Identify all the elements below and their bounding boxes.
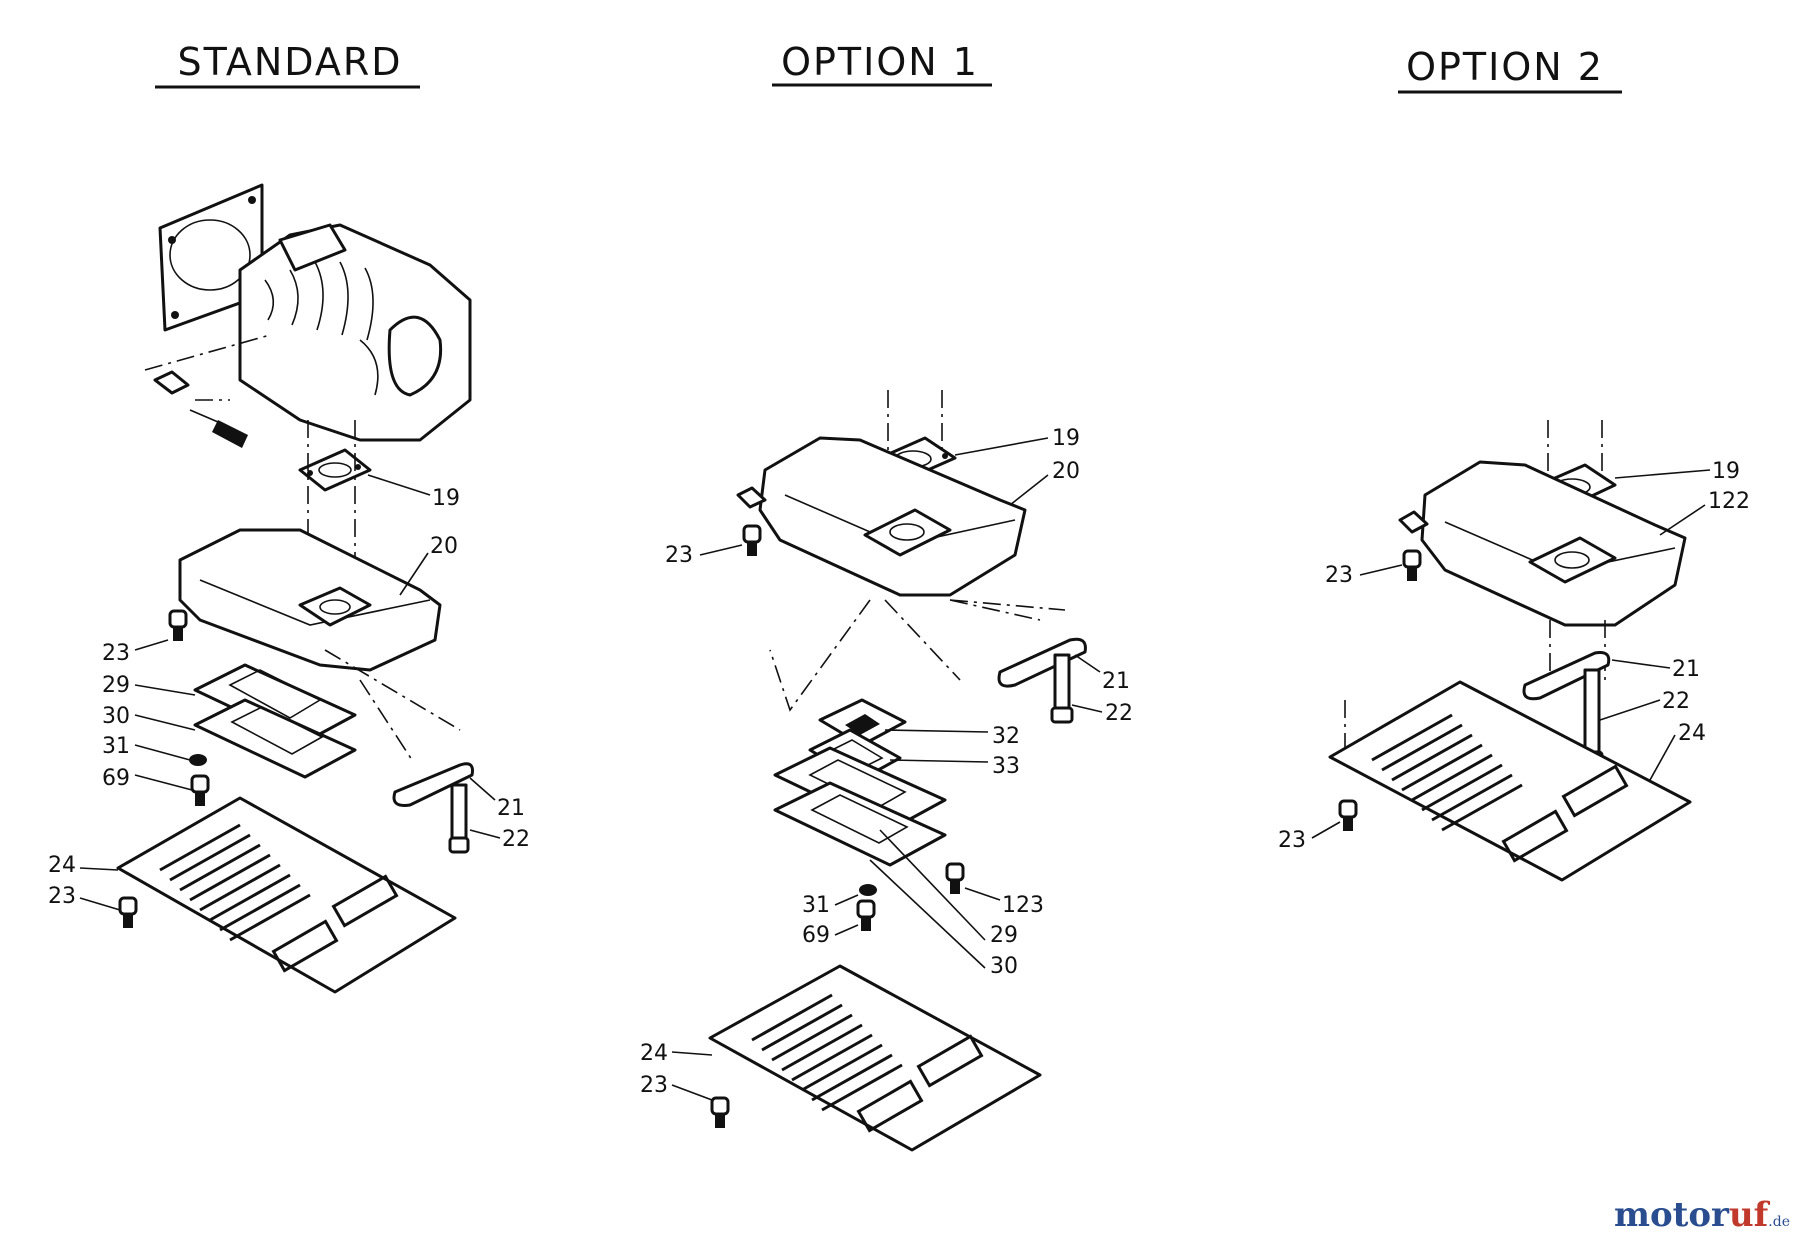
opt1-label-33: 33	[992, 754, 1020, 779]
std-label-30: 30	[102, 704, 130, 729]
std-label-20: 20	[430, 534, 458, 559]
std-label-21: 21	[497, 796, 525, 821]
opt2-label-24: 24	[1678, 721, 1706, 746]
opt1-label-19: 19	[1052, 426, 1080, 451]
std-label-24: 24	[48, 853, 76, 878]
opt1-label-31: 31	[802, 893, 830, 918]
opt2-label-22: 22	[1662, 689, 1690, 714]
opt1-label-69: 69	[802, 923, 830, 948]
std-label-23b: 23	[48, 884, 76, 909]
watermark-part-a: motor	[1613, 1195, 1729, 1235]
heading-standard: STANDARD	[177, 40, 402, 84]
standard-assembly	[116, 183, 474, 994]
site-watermark: motoruf.de	[1614, 1195, 1790, 1235]
opt1-label-21: 21	[1102, 669, 1130, 694]
watermark-part-c: .de	[1768, 1214, 1790, 1230]
opt1-label-23a: 23	[665, 543, 693, 568]
watermark-part-b: uf	[1728, 1195, 1769, 1235]
opt1-label-29: 29	[990, 923, 1018, 948]
opt1-label-24: 24	[640, 1041, 668, 1066]
opt1-label-23b: 23	[640, 1073, 668, 1098]
option1-assembly	[708, 390, 1087, 1152]
standard-callouts: 19 20 23 29 30 31 69 21 22 24 23	[48, 474, 530, 911]
opt2-label-23a: 23	[1325, 563, 1353, 588]
opt2-label-21: 21	[1672, 657, 1700, 682]
std-label-19: 19	[432, 486, 460, 511]
opt2-label-19: 19	[1712, 459, 1740, 484]
opt1-label-20: 20	[1052, 459, 1080, 484]
std-label-69: 69	[102, 766, 130, 791]
heading-option1: OPTION 1	[781, 40, 979, 84]
opt1-label-123: 123	[1002, 893, 1044, 918]
option2-assembly	[1328, 420, 1692, 882]
std-label-29: 29	[102, 673, 130, 698]
opt1-label-30: 30	[990, 954, 1018, 979]
opt1-label-32: 32	[992, 724, 1020, 749]
std-label-22: 22	[502, 827, 530, 852]
std-label-23a: 23	[102, 641, 130, 666]
option1-callouts: 19 20 23 21 22 32 33 123 31 69 29 30 24 …	[640, 426, 1133, 1101]
option2-callouts: 19 122 23 21 22 24 23	[1278, 459, 1750, 853]
opt1-label-22: 22	[1105, 701, 1133, 726]
opt2-label-23b: 23	[1278, 828, 1306, 853]
heading-option2: OPTION 2	[1406, 45, 1604, 89]
std-label-31: 31	[102, 734, 130, 759]
opt2-label-122: 122	[1708, 489, 1750, 514]
